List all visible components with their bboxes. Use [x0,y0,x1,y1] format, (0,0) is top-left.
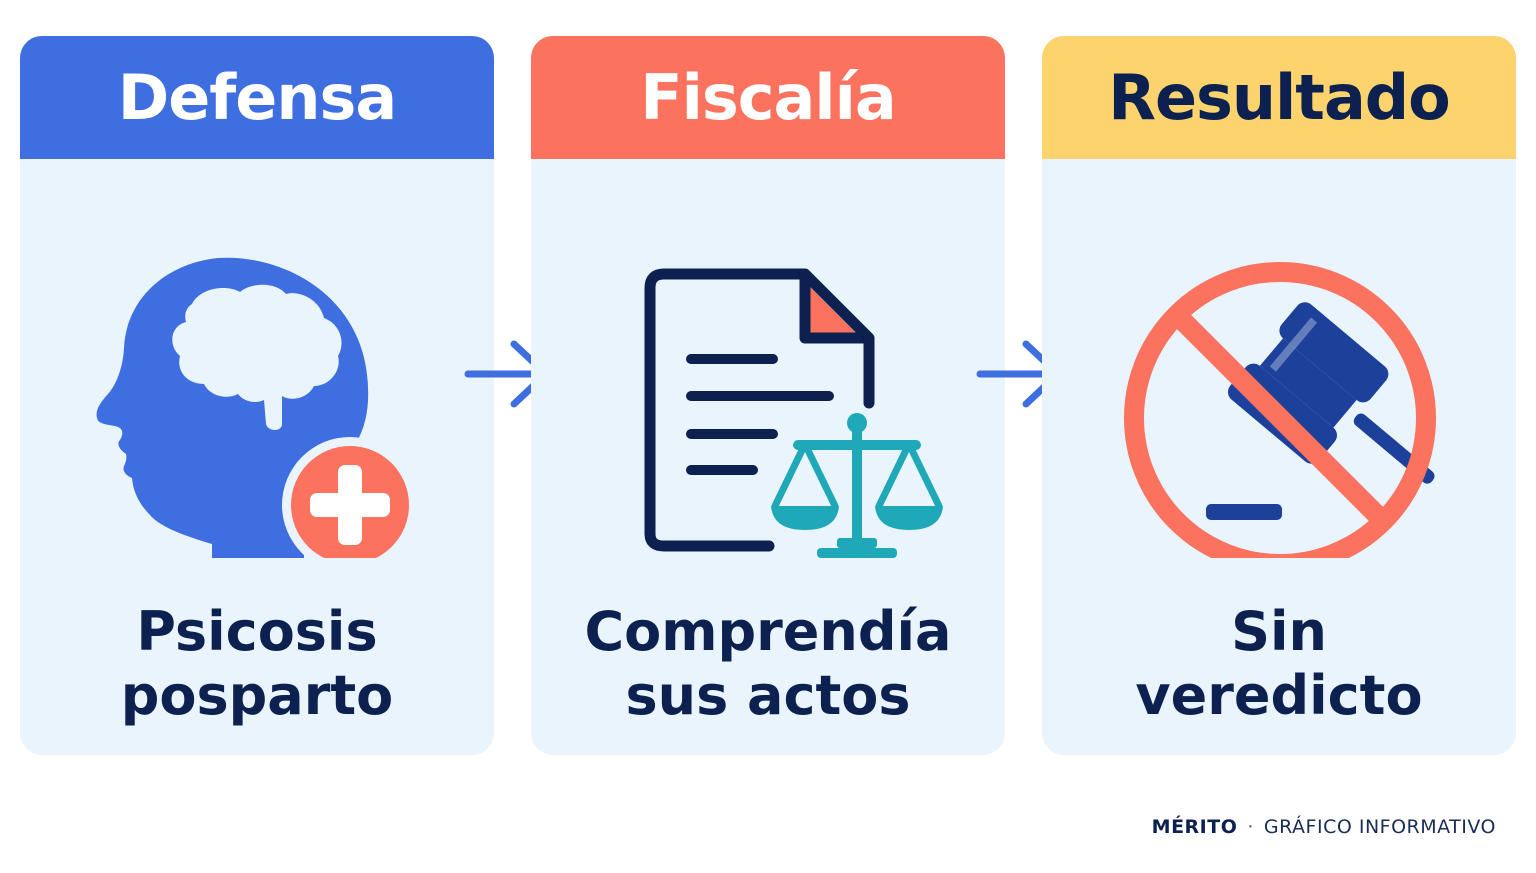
document-scales-icon [531,218,1005,558]
caption-line: sus actos [625,664,911,727]
card-prosecution: Fiscalía Comprendía sus actos [531,36,1005,755]
footer-brand: MÉRITO [1151,816,1238,838]
card-header-prosecution: Fiscalía [531,36,1005,159]
card-result: Resultado Sin veredicto [1042,36,1516,755]
caption-line: Sin [1231,600,1327,663]
head-brain-medical-icon [20,218,494,558]
footer-text: GRÁFICO INFORMATIVO [1263,816,1496,838]
card-header-defense: Defensa [20,36,494,159]
card-caption-result: Sin veredicto [1042,600,1516,728]
card-caption-defense: Psicosis posparto [20,600,494,728]
card-header-result: Resultado [1042,36,1516,159]
footer-separator: · [1247,816,1254,838]
no-gavel-icon [1042,218,1516,558]
caption-line: veredicto [1135,664,1423,727]
caption-line: Psicosis [136,600,378,663]
footer-credit: MÉRITO · GRÁFICO INFORMATIVO [1152,816,1496,838]
caption-line: Comprendía [584,600,952,663]
caption-line: posparto [120,664,394,727]
card-caption-prosecution: Comprendía sus actos [531,600,1005,728]
card-defense: Defensa Psicosis posparto [20,36,494,755]
